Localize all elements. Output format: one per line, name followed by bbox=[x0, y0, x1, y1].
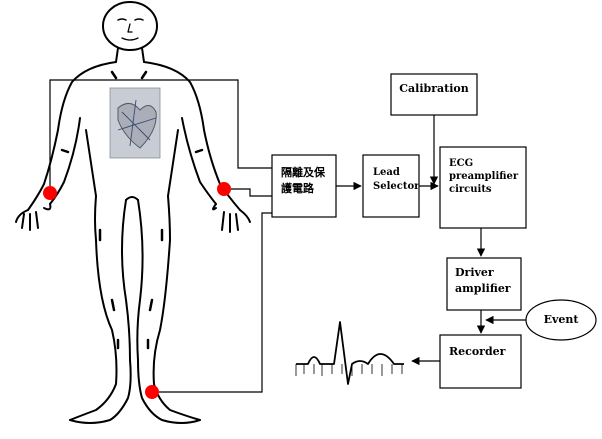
recorder-label: Recorder bbox=[449, 345, 506, 358]
heart-icon bbox=[109, 87, 161, 159]
calibration-box bbox=[390, 73, 478, 116]
left-arm-lead-wire bbox=[49, 79, 272, 186]
leg-lead-wire bbox=[159, 212, 272, 393]
human-body-outline-icon bbox=[15, 1, 251, 424]
ecg-label-line1: ECG bbox=[449, 158, 473, 169]
isolation-label-line2: 護電路 bbox=[281, 181, 315, 195]
ecg-preamplifier-box bbox=[439, 146, 527, 229]
driver-label-line2: amplifier bbox=[455, 282, 511, 295]
left-wrist-electrode-icon bbox=[43, 186, 57, 200]
recorder-box bbox=[439, 334, 522, 389]
lead-selector-label-line2: Selector bbox=[373, 181, 420, 192]
lead-selector-label-line1: Lead bbox=[373, 167, 400, 178]
right-wrist-electrode-icon bbox=[217, 182, 231, 196]
calibration-label: Calibration bbox=[399, 82, 468, 95]
right-arm-lead-wire bbox=[231, 188, 272, 197]
ecg-label-line3: circuits bbox=[449, 184, 492, 195]
lead-selector-box bbox=[362, 154, 420, 218]
ecg-trace-tick-marks bbox=[295, 364, 403, 376]
ankle-electrode-icon bbox=[145, 385, 159, 399]
ecg-waveform-icon bbox=[296, 321, 404, 385]
driver-label-line1: Driver bbox=[455, 266, 494, 279]
isolation-label-line1: 隔離及保 bbox=[281, 165, 326, 179]
driver-amplifier-box bbox=[446, 257, 522, 311]
ecg-label-line2: preamplifier bbox=[449, 171, 519, 182]
event-label: Event bbox=[544, 313, 580, 326]
